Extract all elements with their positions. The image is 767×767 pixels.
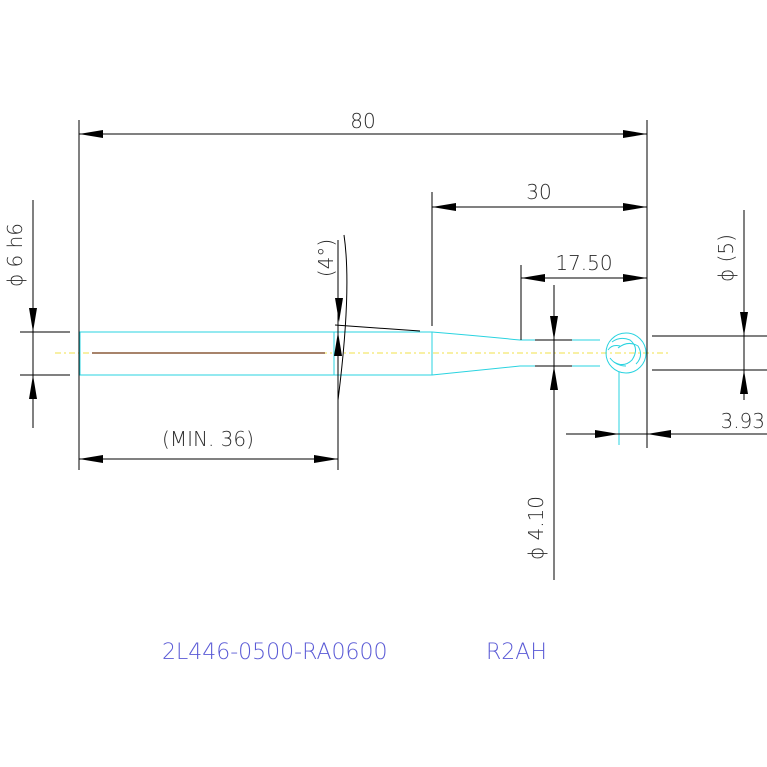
part-number: 2L446-0500-RA0600 (162, 640, 388, 665)
dim-4-10-label: ϕ 4.10 (524, 496, 548, 560)
taper-bottom (431, 365, 600, 376)
dim-shank-diameter: ϕ 6 h6 (3, 200, 37, 428)
dim-3-93-label: 3.93 (720, 409, 765, 433)
dim-4deg-label: (4°) (314, 239, 338, 277)
flute-1 (611, 337, 636, 366)
dim-30-label: 30 (526, 180, 551, 204)
taper-top (431, 331, 600, 341)
flute-3 (607, 345, 621, 351)
spec-code: R2AH (486, 640, 547, 665)
tool-body (79, 331, 647, 445)
flute-4 (609, 357, 627, 367)
dim-head-diameter: ϕ (5) (714, 210, 748, 400)
dim-overall-length: 80 (79, 109, 647, 138)
dim-length-17-50: 17.50 (521, 251, 647, 282)
dim-taper-angle: (4°) (314, 234, 348, 401)
flute-2 (617, 342, 642, 365)
ball-head (605, 332, 647, 374)
dim-6h6-label: ϕ 6 h6 (3, 223, 27, 287)
dim-80-label: 80 (350, 109, 375, 133)
dim-neck-diameter: ϕ 4.10 (524, 285, 558, 580)
dim-phi5-label: ϕ (5) (714, 234, 738, 282)
dim-17-50-label: 17.50 (555, 251, 612, 275)
dim-min36-label: (MIN. 36) (162, 427, 254, 451)
extension-lines (20, 120, 767, 470)
dim-length-30: 30 (432, 180, 647, 211)
shank-outline (79, 331, 433, 376)
dim-min-length: (MIN. 36) (79, 427, 338, 463)
dim-length-3-93: 3.93 (566, 409, 767, 438)
